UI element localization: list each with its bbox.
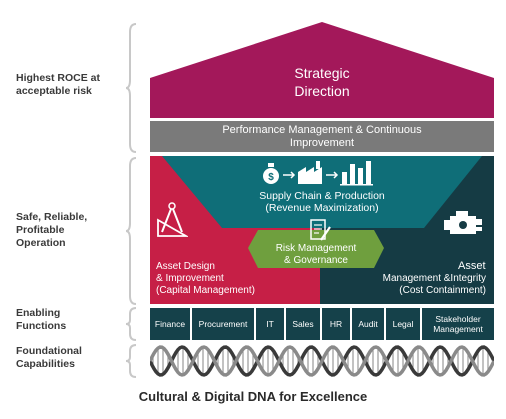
- asset-title: Asset: [458, 260, 486, 272]
- arrow-icon: [326, 171, 339, 179]
- footer-dna-excellence: Cultural & Digital DNA for Excellence: [138, 389, 368, 404]
- label-safe-operation: Safe, Reliable, Profitable Operation: [16, 211, 88, 249]
- brace-foundational: [126, 344, 137, 378]
- label-foundational-capabilities: Foundational Capabilities: [16, 345, 82, 370]
- brace-enabling: [126, 307, 137, 341]
- brace-roce: [126, 23, 137, 153]
- function-audit: Audit: [352, 308, 384, 340]
- enabling-functions-row: Finance Procurement IT Sales HR Audit Le…: [150, 308, 494, 340]
- asset-management-label: Management &Integrity (Cost Containment): [382, 273, 486, 296]
- supply-chain-icons: $: [263, 161, 373, 186]
- svg-text:$: $: [268, 172, 274, 183]
- function-stakeholder-management: Stakeholder Management: [422, 308, 494, 340]
- label-highest-roce: Highest ROCE at acceptable risk: [16, 72, 101, 97]
- supply-chain-label: Supply Chain & Production (Revenue Maxim…: [259, 190, 385, 214]
- house-body: $ Supply Chain & Production (Revenue Max…: [150, 156, 494, 304]
- document-pen-icon: [310, 219, 331, 241]
- bar-chart-icon: [340, 161, 373, 186]
- dna-helix-icon: [150, 345, 494, 377]
- roof-strategic-direction: [150, 22, 494, 118]
- function-legal: Legal: [386, 308, 420, 340]
- engine-icon: [444, 211, 482, 234]
- performance-management-bar: Performance Management & Continuous Impr…: [150, 121, 494, 152]
- arrow-icon: [283, 171, 296, 179]
- factory-icon: [298, 161, 322, 184]
- risk-management-label: Risk Management & Governance: [275, 243, 357, 266]
- function-sales: Sales: [286, 308, 320, 340]
- label-enabling-functions: Enabling Functions: [16, 307, 67, 332]
- compass-ruler-icon: [157, 202, 188, 237]
- money-bag-icon: [263, 163, 279, 184]
- function-hr: HR: [322, 308, 350, 340]
- function-procurement: Procurement: [192, 308, 254, 340]
- function-it: IT: [256, 308, 284, 340]
- function-finance: Finance: [150, 308, 190, 340]
- strategic-direction-title: Strategic Direction: [294, 65, 350, 99]
- brace-safe-operation: [126, 157, 137, 305]
- asset-design-label: Asset Design & Improvement (Capital Mana…: [156, 261, 255, 296]
